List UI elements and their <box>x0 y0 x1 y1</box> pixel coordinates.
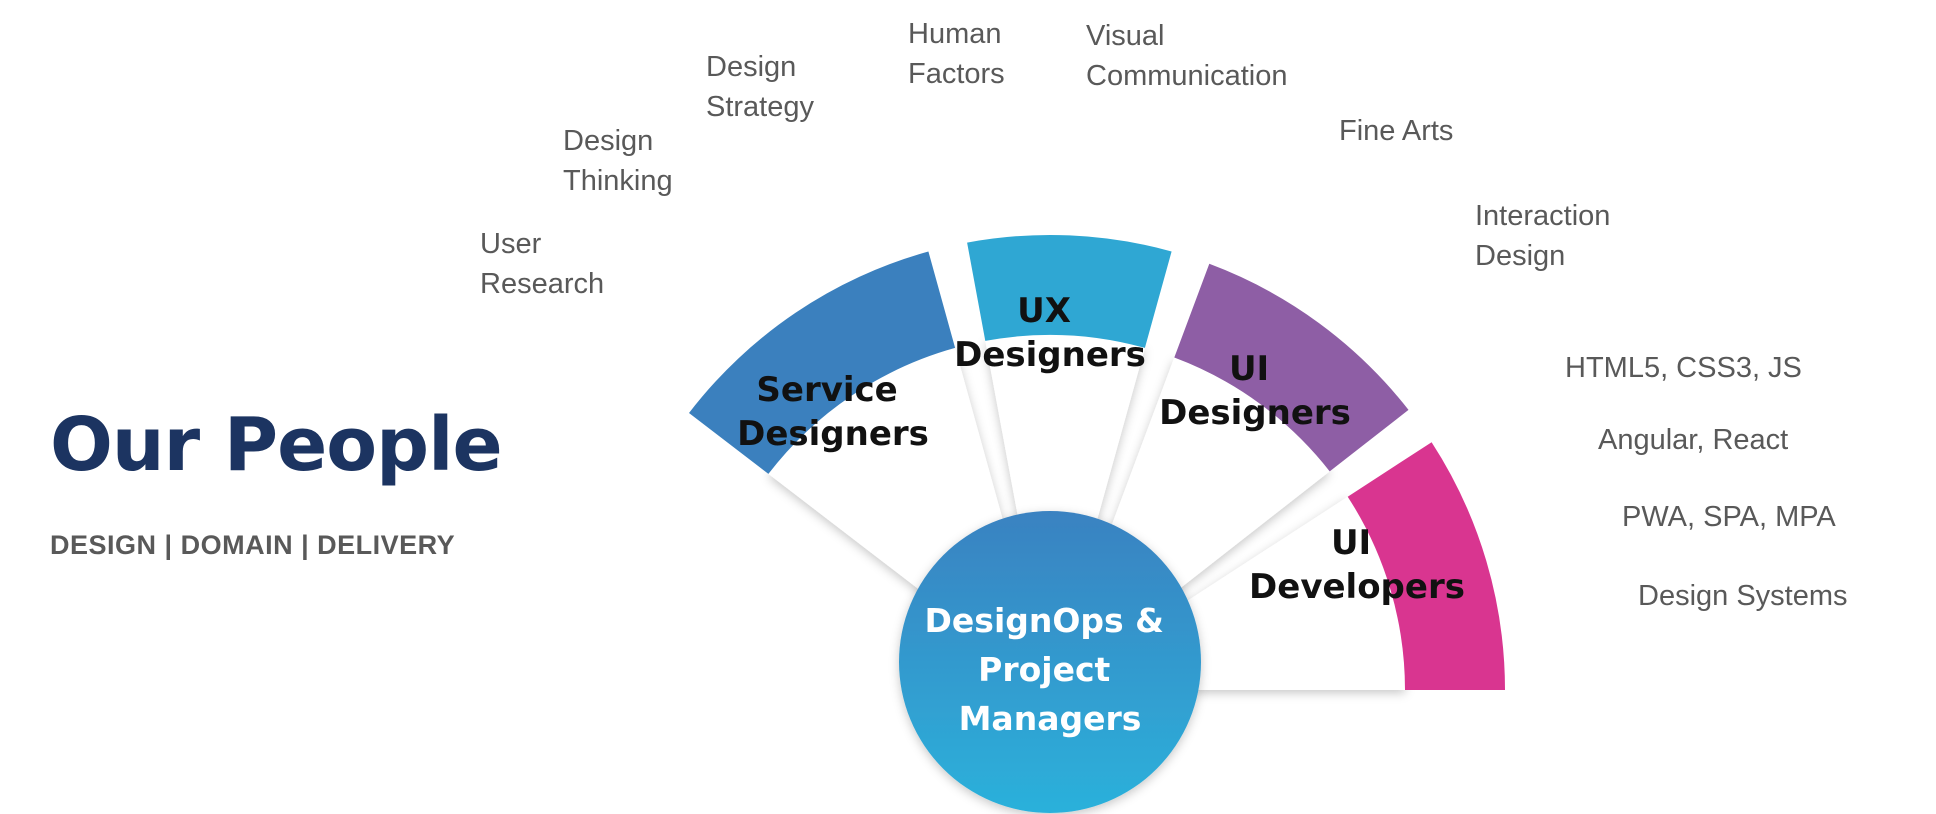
ui-developers-label: UI Developers <box>1249 523 1465 607</box>
hub-label: DesignOps & Project Managers <box>925 601 1176 738</box>
skill-pwa-spa-mpa: PWA, SPA, MPA <box>1622 501 1836 533</box>
service-designers-outer-band <box>689 251 956 474</box>
skill-interaction-design: Interaction Design <box>1475 200 1618 272</box>
ui-developers-inner-band <box>1171 496 1405 690</box>
ui-designers-label: UI Designers <box>1159 349 1351 433</box>
skill-visual-communication: Visual Communication <box>1086 20 1287 92</box>
skill-angular-react: Angular, React <box>1598 424 1788 456</box>
segment-ui-developers: UI Developers HTML5, CSS3, JS Angular, R… <box>1171 352 1848 690</box>
skill-design-systems: Design Systems <box>1638 580 1848 612</box>
page-title: Our People <box>50 402 503 488</box>
ui-designers-outer-band <box>1174 263 1409 472</box>
ui-developers-outer-band <box>1347 442 1505 690</box>
ux-designers-outer-band <box>967 234 1172 348</box>
hub-circle <box>899 511 1201 813</box>
tagline: DESIGN | DOMAIN | DELIVERY <box>50 530 456 560</box>
ux-designers-inner-band <box>985 334 1145 551</box>
skill-user-research: User Research <box>480 228 604 300</box>
service-designers-label: Service Designers <box>737 370 929 454</box>
ux-designers-label: UX Designers <box>954 291 1146 375</box>
service-designers-inner-band <box>768 347 1012 602</box>
hub-designops: DesignOps & Project Managers <box>899 511 1201 813</box>
title-block: Our People DESIGN | DOMAIN | DELIVERY <box>50 402 503 561</box>
segment-service-designers: Service Designers User Research Design T… <box>480 51 1012 602</box>
skill-fine-arts: Fine Arts <box>1339 115 1453 147</box>
skill-human-factors: Human Factors <box>908 18 1010 90</box>
ui-designers-inner-band <box>1100 357 1330 601</box>
segment-ux-designers: UX Designers Human Factors Visual Commun… <box>908 18 1287 551</box>
segment-ui-designers: UI Designers Fine Arts Interaction Desig… <box>1100 115 1618 601</box>
skill-design-thinking: Design Thinking <box>563 125 673 197</box>
skill-html5-css3-js: HTML5, CSS3, JS <box>1565 352 1802 384</box>
skill-design-strategy: Design Strategy <box>706 51 814 123</box>
